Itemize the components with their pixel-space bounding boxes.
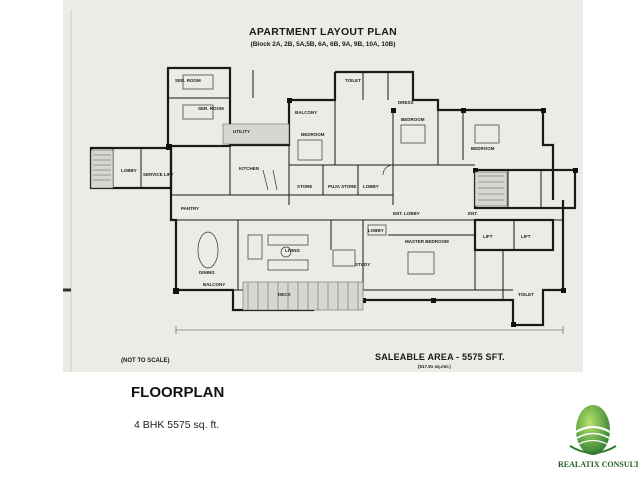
room-label: STORE [297,184,312,189]
leaf-globe-icon [569,405,617,455]
room-label: SER. ROOM [198,106,224,111]
room-label: SER. ROOM [175,78,201,83]
room-label: BEDROOM [401,117,425,122]
room-label: UTILITY [233,129,250,134]
room-label: LIFT [521,234,531,239]
company-logo: REALATIX CONSULTING [558,402,638,478]
room-label: BEDROOM [301,132,325,137]
room-label: DECK [278,292,292,297]
room-label: LIFT [483,234,493,239]
room-label: TOILET [518,292,534,297]
room-label: DRESS [398,100,414,105]
room-label: STUDY [355,262,370,267]
room-label: BALCONY [203,282,225,287]
floorplan-drawing: SER. ROOM SER. ROOM UTILITY BALCONY TOIL… [63,10,578,372]
room-label: ENT. [468,211,478,216]
room-label: LOBBY [363,184,379,189]
room-label: SERVICE LIFT [143,172,174,177]
saleable-area: SALEABLE AREA - 5575 SFT. [375,352,505,362]
room-label: MASTER BEDROOM [405,239,449,244]
logo-text: REALATIX CONSULTING [558,460,638,469]
scale-note: (NOT TO SCALE) [121,358,170,364]
plan-title: APARTMENT LAYOUT PLAN [248,26,398,38]
room-label: PUJA STORE [328,184,357,189]
room-label: LOBBY [121,168,137,173]
room-label: ENT. LOBBY [393,211,420,216]
room-label: TOILET [345,78,361,83]
room-label: DINING [199,270,215,275]
room-label: PANTRY [181,206,199,211]
plan-subtitle: (Block 2A, 2B, 5A,5B, 6A, 6B, 9A, 9B, 10… [250,41,396,48]
room-label: KITCHEN [239,166,259,171]
room-label: BEDROOM [471,146,495,151]
room-label: LOBBY [368,228,384,233]
room-label: BALCONY [295,110,317,115]
saleable-area-metric: (517.91 sq.mtr.) [418,364,451,369]
floorplan-image: SER. ROOM SER. ROOM UTILITY BALCONY TOIL… [63,0,583,372]
room-label: LIVING [285,248,301,253]
slide-title: FLOORPLAN [131,384,225,401]
slide-caption: 4 BHK 5575 sq. ft. [134,419,220,431]
